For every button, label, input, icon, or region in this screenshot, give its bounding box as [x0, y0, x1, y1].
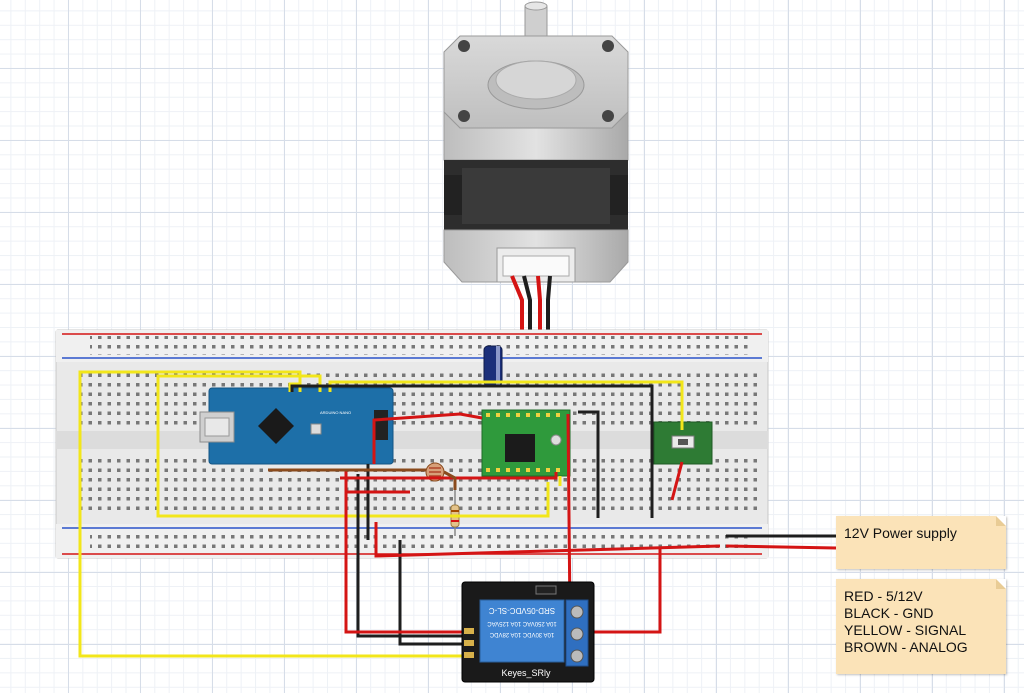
stepper-driver: [481, 409, 571, 477]
stepper-motor: [443, 1, 629, 283]
legend-yellow: YELLOW - SIGNAL: [844, 622, 967, 638]
relay-brand: Keyes_SRly: [501, 668, 551, 678]
capacitor: [483, 345, 503, 387]
power-supply-note: 12V Power supply: [836, 516, 1006, 569]
relay-rating-1: 10A 250VAC 10A 125VAC: [487, 620, 557, 626]
power-supply-label: 12V Power supply: [844, 525, 957, 541]
relay-module: SRD-05VDC-SL-C 10A 250VAC 10A 125VAC 10A…: [461, 581, 595, 683]
legend-brown: BROWN - ANALOG: [844, 639, 968, 655]
arduino-label: ARDUINO NANO: [320, 410, 351, 415]
relay-model: SRD-05VDC-SL-C: [489, 606, 555, 615]
legend-red: RED - 5/12V: [844, 588, 923, 604]
wires-black: [290, 384, 836, 646]
legend-black: BLACK - GND: [844, 605, 934, 621]
wire-color-legend: RED - 5/12V BLACK - GND YELLOW - SIGNAL …: [836, 579, 1006, 674]
arduino-nano: ARDUINO NANO: [199, 387, 394, 465]
relay-rating-2: 10A 30VDC 10A 28VDC: [489, 631, 554, 637]
wires-brown: [268, 468, 457, 490]
